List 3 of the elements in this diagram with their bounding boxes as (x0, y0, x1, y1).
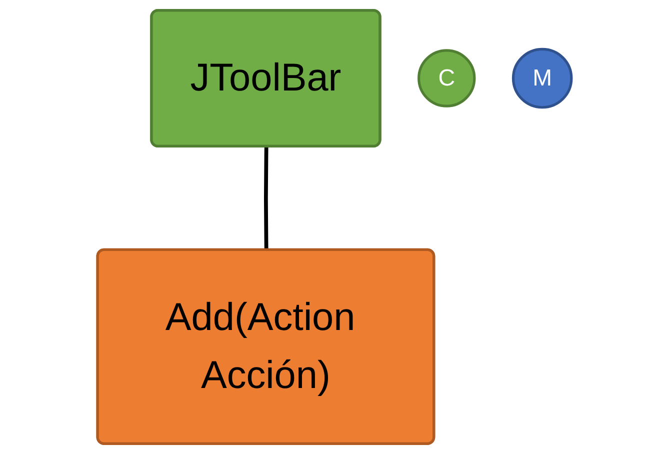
node-circle: C (418, 49, 476, 108)
node-circle: M (512, 48, 573, 109)
connector (264, 146, 268, 250)
